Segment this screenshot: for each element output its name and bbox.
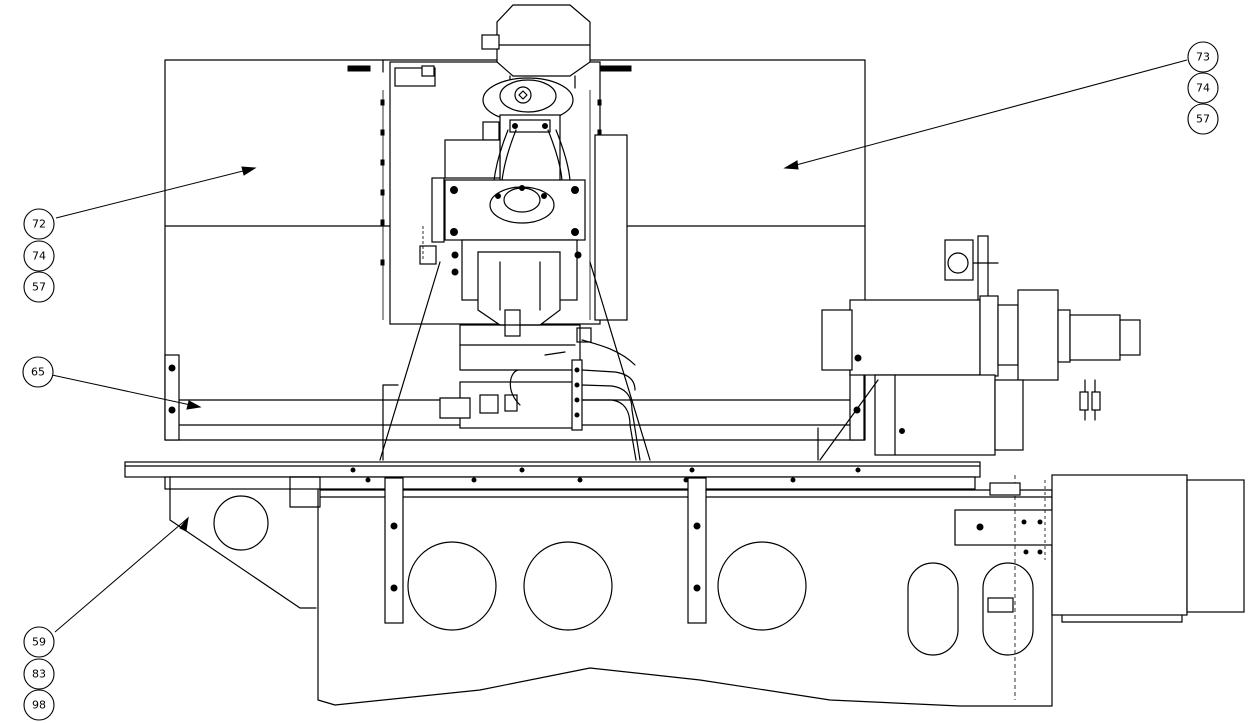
support-casting — [379, 261, 651, 461]
spindle-motor — [481, 4, 591, 89]
valve-block — [439, 339, 641, 461]
head-plate — [431, 177, 586, 243]
base-bed — [169, 475, 1056, 707]
callout-group-left-middle: 65 — [22, 356, 54, 388]
callout-group-left-upper: 72 74 57 — [23, 208, 55, 303]
callout-group-bottom-left: 59 83 98 — [23, 626, 55, 721]
table-rail — [124, 461, 1056, 498]
spindle-nose — [419, 226, 592, 343]
callout-label: 65 — [31, 366, 45, 379]
callout-label: 83 — [32, 668, 46, 681]
callout-label: 98 — [32, 699, 46, 712]
callout-label: 73 — [1196, 51, 1210, 64]
callout-group-top-right: 73 74 57 — [1187, 41, 1219, 135]
leader-lines — [51, 59, 1188, 633]
spindle-quill — [444, 77, 574, 206]
right-spindle-assembly — [821, 235, 1141, 421]
lower-right-motor — [1044, 474, 1245, 623]
callout-label: 57 — [32, 281, 46, 294]
callout-label: 74 — [32, 250, 46, 263]
callout-label: 59 — [32, 636, 46, 649]
guard-enclosure — [164, 59, 866, 441]
callout-label: 57 — [1196, 113, 1210, 126]
right-motor — [817, 374, 1024, 461]
callout-label: 72 — [32, 218, 46, 231]
callout-label: 74 — [1196, 82, 1210, 95]
